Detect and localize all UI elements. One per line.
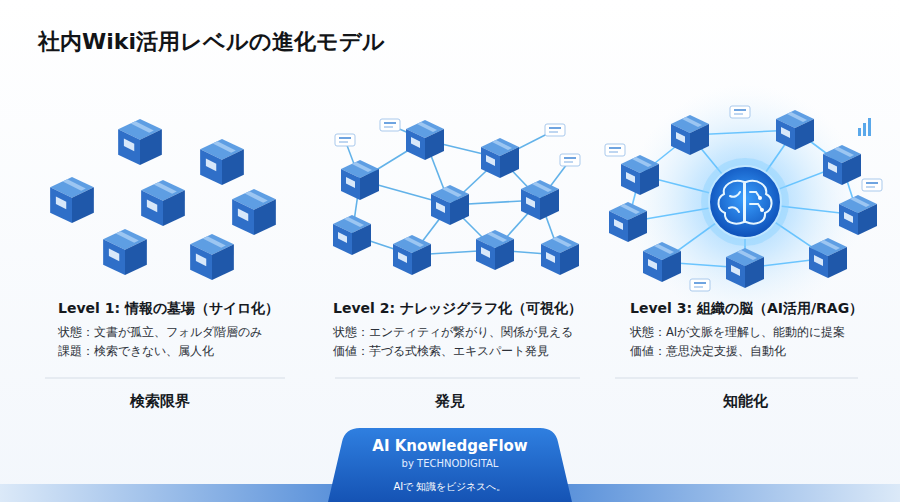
graph-nodes	[333, 119, 580, 275]
brand-by: by TECHNODIGITAL	[402, 458, 499, 471]
level-keyword: 検索限界	[130, 392, 190, 411]
level-heading: Level 2: ナレッジグラフ化（可視化）	[333, 300, 582, 318]
silo-cubes	[50, 119, 276, 280]
brand-tab: AI KnowledgeFlow by TECHNODIGITAL AIで 知識をビ…	[328, 428, 572, 502]
level-heading: Level 1: 情報の墓場（サイロ化）	[58, 300, 279, 318]
level-detail: 価値：意思決定支援、自動化	[630, 344, 786, 358]
brand-name: AI KnowledgeFlow	[372, 437, 527, 456]
level-keyword: 発見	[435, 392, 465, 411]
level-heading: Level 3: 組織の脳（AI活用/RAG）	[630, 300, 863, 318]
level-detail: 状態：文書が孤立、フォルダ階層のみ	[58, 325, 262, 339]
separator-line	[45, 378, 858, 379]
brain-cubes	[605, 106, 882, 291]
level-keyword: 知能化	[723, 392, 768, 411]
level-detail: 課題：検索できない、属人化	[58, 344, 214, 358]
level-detail: 状態：エンティティが繋がり、関係が見える	[333, 325, 573, 339]
level-detail: 状態：AIが文脈を理解し、能動的に提案	[630, 325, 845, 339]
bar-icon	[858, 118, 871, 136]
level-detail: 価値：芋づる式検索、エキスパート発見	[333, 344, 549, 358]
page-title: 社内Wiki活用レベルの進化モデル	[38, 28, 385, 56]
brand-tagline: AIで 知識をビジネスへ。	[394, 481, 507, 494]
brain-glow	[627, 84, 863, 320]
brain-icon	[701, 158, 789, 246]
